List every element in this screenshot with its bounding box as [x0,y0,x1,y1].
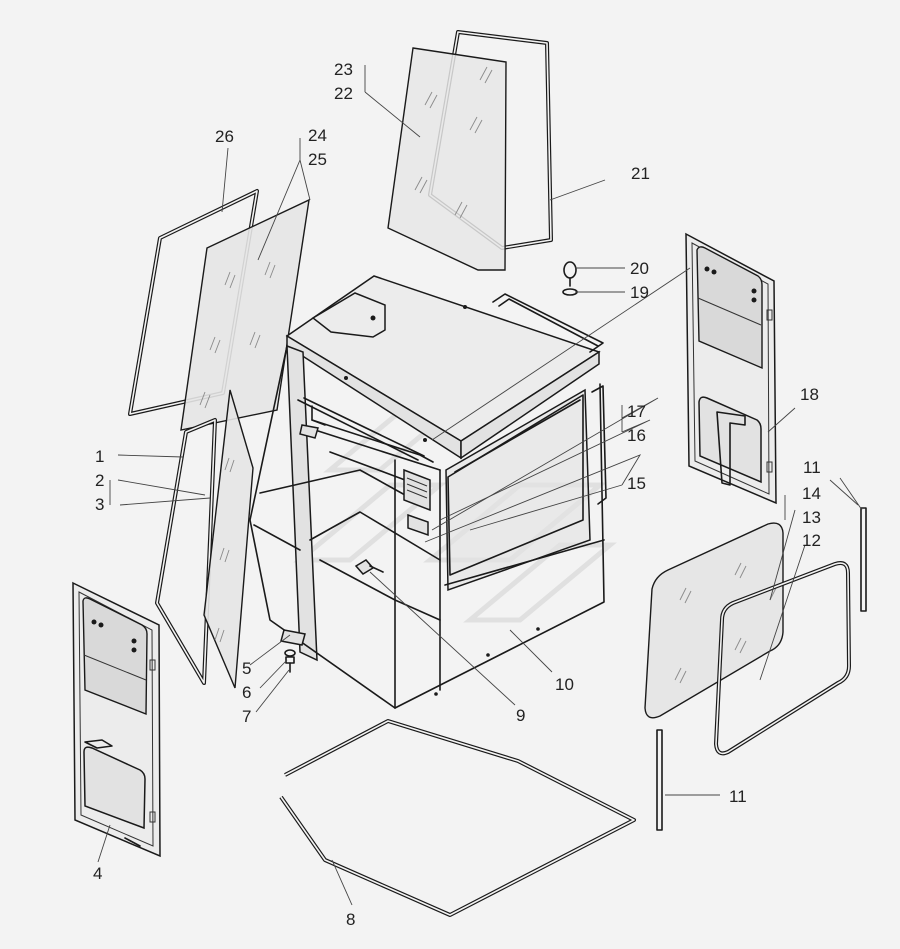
callout-16: 16 [627,426,646,445]
callout-4: 4 [93,864,103,883]
fastener-set [284,649,296,673]
eye-bolt [562,261,578,296]
left-upper-glass [180,198,310,431]
callout-3: 3 [95,495,105,514]
callout-11-lower: 11 [729,787,747,806]
seal-strip-lower [656,729,663,831]
callout-20: 20 [630,259,649,278]
callout-23: 23 [334,60,353,79]
left-door [72,581,161,858]
callout-1: 1 [95,447,105,466]
callout-11-upper: 11 [803,458,821,477]
callout-10: 10 [555,675,574,694]
cab-body [249,275,607,709]
left-lower-seal-frame [155,418,217,685]
callout-18: 18 [800,385,819,404]
callout-25: 25 [308,150,327,169]
callout-22: 22 [334,84,353,103]
callout-12: 12 [802,531,821,550]
callout-5: 5 [242,659,252,678]
callout-26: 26 [215,127,234,146]
callout-19: 19 [630,283,649,302]
callout-17: 17 [627,402,646,421]
right-side-seal-frame [714,561,851,756]
callout-21: 21 [631,164,650,183]
callout-6: 6 [242,683,252,702]
left-lower-glass [203,389,254,689]
callout-9: 9 [516,706,526,725]
callout-14: 14 [802,484,821,503]
callout-13: 13 [802,508,821,527]
callout-2: 2 [95,471,105,490]
seal-strip-upper [860,507,867,612]
floor-seal [279,719,636,917]
callout-8: 8 [346,910,356,929]
callout-7: 7 [242,707,252,726]
right-door [685,232,777,505]
callout-15: 15 [627,474,646,493]
callout-24: 24 [308,126,327,145]
right-side-glass [644,522,784,719]
rear-upper-glass [387,47,507,271]
leader-lines [97,65,863,906]
